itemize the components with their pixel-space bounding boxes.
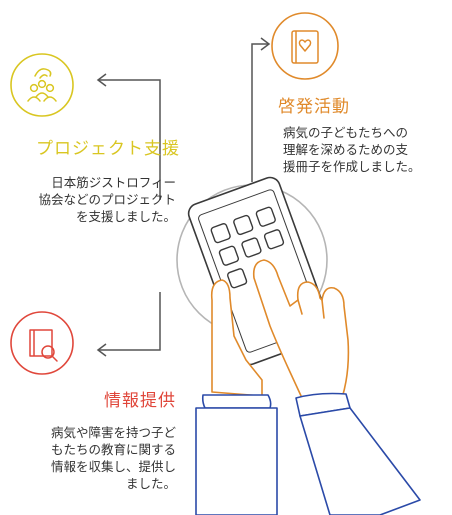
left-sleeve (195, 394, 278, 515)
awareness-desc-line: 理解を深めるための支 (283, 142, 409, 157)
project-support-title: プロジェクト支援 (36, 139, 180, 159)
project-support-desc: 日本筋ジストロフィー 協会などのプロジェクト を支援しました。 (10, 174, 176, 225)
connector-project (96, 73, 161, 200)
information-desc-line: 病気や障害を持つ子ど (50, 425, 176, 440)
information-desc-line: 情報を収集し、提供し (50, 459, 176, 474)
information-title: 情報提供 (104, 391, 176, 411)
information-desc-line: ました。 (125, 476, 176, 491)
book-search-icon (29, 329, 58, 362)
info-icon-circle (10, 311, 74, 375)
project-icon-circle (10, 53, 74, 117)
awareness-desc-line: 病気の子どもたちへの (283, 125, 409, 140)
people-support-icon (27, 68, 57, 102)
connector-info (96, 292, 161, 357)
awareness-title: 啓発活動 (278, 97, 350, 117)
awareness-icon-circle (271, 12, 339, 80)
awareness-desc: 病気の子どもたちへの 理解を深めるための支 援冊子を作成しました。 (283, 124, 421, 175)
project-support-desc-line: を支援しました。 (75, 209, 176, 224)
awareness-desc-line: 援冊子を作成しました。 (283, 159, 421, 174)
information-desc: 病気や障害を持つ子ど もたちの教育に関する 情報を収集し、提供し ました。 (20, 424, 176, 492)
project-support-desc-line: 日本筋ジストロフィー (51, 175, 176, 190)
hands-phone-icon (176, 176, 350, 399)
project-support-desc-line: 協会などのプロジェクト (38, 192, 176, 207)
connector-awareness (251, 37, 271, 182)
right-sleeve (295, 392, 421, 515)
heart-book-icon (291, 30, 319, 64)
left-hand-icon (210, 279, 263, 397)
right-hand-icon (252, 259, 350, 399)
information-desc-line: もたちの教育に関する (50, 442, 176, 457)
